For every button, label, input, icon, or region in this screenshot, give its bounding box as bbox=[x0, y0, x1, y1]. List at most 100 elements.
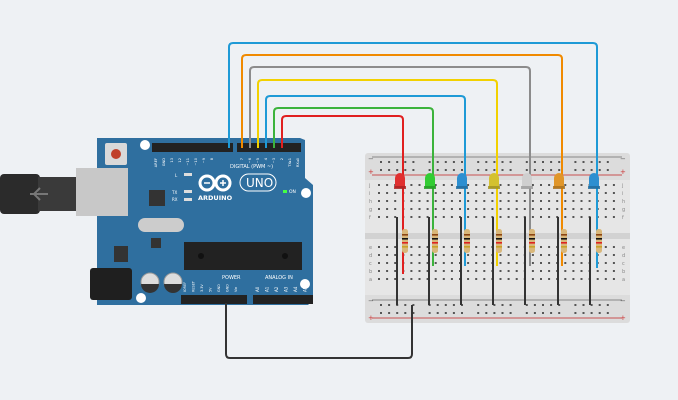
power-header bbox=[181, 295, 247, 304]
usb-chip bbox=[149, 190, 165, 206]
led[interactable] bbox=[553, 173, 565, 189]
led[interactable] bbox=[488, 173, 500, 189]
row-letter: c bbox=[622, 261, 625, 267]
rail-symbol: + bbox=[620, 314, 626, 322]
digital-pin-label: GND bbox=[162, 158, 166, 166]
jumper-wire[interactable] bbox=[228, 42, 598, 268]
row-letter: g bbox=[622, 207, 625, 213]
led[interactable] bbox=[394, 173, 406, 189]
rail-symbol: − bbox=[620, 155, 626, 163]
jumper-wire[interactable] bbox=[257, 79, 498, 266]
digital-pin-label: 8 bbox=[210, 157, 214, 160]
row-letter: g bbox=[369, 207, 372, 213]
power-pin-label: RESET bbox=[192, 280, 196, 292]
row-letter: i bbox=[369, 191, 370, 197]
analog-pin-label: A1 bbox=[265, 286, 270, 292]
rail-symbol: − bbox=[368, 297, 374, 305]
power-label: POWER bbox=[222, 275, 241, 281]
analog-label: ANALOG IN bbox=[265, 275, 293, 281]
resistor[interactable] bbox=[496, 229, 502, 253]
voltage-regulator bbox=[114, 246, 128, 262]
resistor[interactable] bbox=[596, 229, 602, 253]
resistor[interactable] bbox=[561, 229, 567, 253]
power-pin-label: IOREF bbox=[183, 282, 187, 292]
resistor[interactable] bbox=[464, 229, 470, 253]
rail-symbol: + bbox=[620, 168, 626, 176]
resistor[interactable] bbox=[402, 229, 408, 253]
analog-header bbox=[253, 295, 313, 304]
digital-pin-label: ~11 bbox=[186, 158, 190, 166]
row-letter: d bbox=[369, 253, 372, 259]
on-label: ON bbox=[289, 189, 296, 195]
jumper-wire[interactable] bbox=[265, 95, 466, 266]
led[interactable] bbox=[588, 173, 600, 189]
digital-label: DIGITAL (PWM ~) bbox=[230, 164, 273, 170]
analog-pin-label: A3 bbox=[284, 286, 289, 292]
tx-label: TX bbox=[171, 190, 177, 195]
jumper-wire[interactable] bbox=[249, 66, 531, 266]
row-letter: e bbox=[369, 245, 372, 251]
digital-header-left bbox=[152, 143, 233, 152]
digital-pin-label: ~10 bbox=[194, 157, 198, 165]
digital-pin-label: TX▸1 bbox=[288, 158, 292, 168]
usb-port bbox=[76, 168, 128, 216]
row-letter: h bbox=[369, 199, 372, 205]
power-pin-label: Vin bbox=[234, 287, 238, 292]
rx-label: RX bbox=[172, 197, 178, 202]
arduino-ground-wire[interactable] bbox=[225, 303, 413, 359]
led[interactable] bbox=[456, 173, 468, 189]
analog-pin-label: A4 bbox=[293, 286, 298, 292]
digital-pin-label: ~5 bbox=[256, 158, 260, 163]
resistor[interactable] bbox=[432, 229, 438, 253]
row-letter: f bbox=[369, 215, 371, 221]
row-letter: i bbox=[622, 191, 623, 197]
digital-pin-label: RX◂0 bbox=[296, 157, 300, 167]
rail-symbol: + bbox=[368, 168, 374, 176]
row-letter: h bbox=[622, 199, 625, 205]
row-letter: j bbox=[368, 183, 370, 189]
resistor[interactable] bbox=[529, 229, 535, 253]
rail-symbol: + bbox=[368, 314, 374, 322]
row-letter: c bbox=[369, 261, 372, 267]
digital-pin-label: 13 bbox=[170, 158, 174, 163]
led[interactable] bbox=[521, 173, 533, 189]
digital-pin-label: 7 bbox=[240, 158, 244, 160]
row-letter: b bbox=[622, 269, 625, 275]
digital-pin-label: 4 bbox=[264, 157, 268, 160]
arduino-uno-board[interactable]: ARDUINO UNO ON L TX RX DIGITAL (PWM ~) P… bbox=[76, 138, 313, 305]
power-pin-label: 5V bbox=[209, 287, 213, 292]
brand-label: ARDUINO bbox=[198, 194, 233, 202]
digital-pin-label: 2 bbox=[280, 158, 284, 160]
digital-pin-label: 12 bbox=[178, 158, 182, 163]
row-letter: a bbox=[369, 277, 372, 283]
analog-pin-label: A5 bbox=[303, 286, 308, 292]
row-letter: e bbox=[622, 245, 625, 251]
analog-pin-label: A2 bbox=[274, 286, 279, 292]
jumper-wire[interactable] bbox=[273, 107, 434, 266]
jumper-wire[interactable] bbox=[241, 54, 563, 266]
digital-pin-label: AREF bbox=[154, 158, 158, 167]
power-pin-label: GND bbox=[226, 284, 230, 292]
row-letter: j bbox=[621, 183, 623, 189]
digital-pin-label: ~9 bbox=[202, 157, 206, 163]
digital-pin-label: ~3 bbox=[272, 158, 276, 163]
rail-symbol: − bbox=[620, 297, 626, 305]
power-pin-label: 3.3V bbox=[200, 284, 204, 292]
model-label: UNO bbox=[246, 176, 273, 190]
row-letter: a bbox=[622, 277, 625, 283]
jumper-wire[interactable] bbox=[281, 115, 404, 274]
digital-header-right bbox=[237, 143, 301, 152]
row-letter: f bbox=[622, 215, 624, 221]
analog-pin-label: A0 bbox=[255, 286, 260, 292]
row-letter: d bbox=[622, 253, 625, 259]
crystal bbox=[138, 218, 184, 232]
digital-pin-label: ~6 bbox=[248, 157, 252, 163]
rail-symbol: − bbox=[368, 155, 374, 163]
arduino-logo bbox=[198, 174, 232, 192]
led[interactable] bbox=[424, 173, 436, 189]
row-letter: b bbox=[369, 269, 372, 275]
power-pin-label: GND bbox=[217, 284, 221, 292]
power-jack bbox=[90, 268, 132, 300]
l-label: L bbox=[175, 173, 178, 178]
